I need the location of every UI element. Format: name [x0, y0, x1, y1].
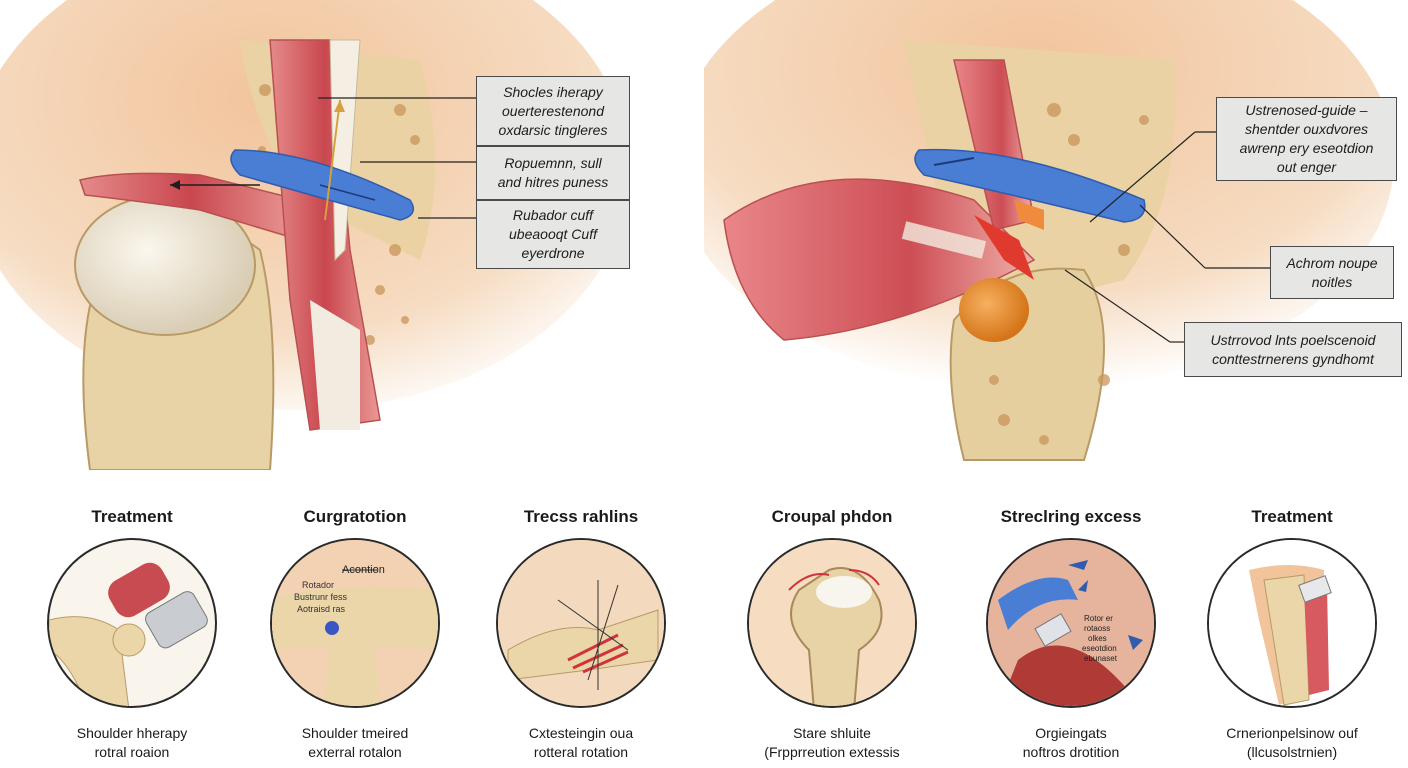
callout-line: Rubador cuff: [512, 207, 594, 223]
inner-label: Aotraisd ras: [297, 604, 346, 614]
fracture-drawing: [498, 540, 664, 706]
treatment-card-6: Treatment Crnerionpelsinow ouf (llcusols…: [1192, 506, 1392, 762]
callout-shoulder-therapy: Shocles iherapy ouerterestenond oxdarsic…: [476, 76, 630, 146]
bursa: [959, 278, 1029, 342]
callout-line: noitles: [1311, 273, 1353, 290]
caption-line: exterral rotalon: [308, 744, 402, 760]
humerus-drawing: [749, 540, 915, 706]
callout-line: Ustrrovod lnts poelscenoid: [1210, 331, 1376, 348]
callout-line: Shocles iherapy: [503, 83, 603, 100]
arm-bone-drawing: [1209, 540, 1375, 706]
callout-line: eyerdrone: [521, 245, 585, 261]
inner-label: olkes: [1088, 634, 1107, 643]
callout-line: shentder ouxdvores: [1245, 121, 1368, 137]
treatment-card-5: Streclring excess Rotor er rotaoss olkes…: [971, 506, 1171, 762]
red-arrow: [974, 215, 1034, 280]
bone-texture: [989, 103, 1149, 445]
curgratotion-drawing: [272, 540, 438, 706]
callout-line: ubeaooqt Cuff: [509, 226, 597, 242]
callout-ultrasound-guide: Ustrenosed-guide – shentder ouxdvores aw…: [1216, 97, 1397, 181]
caption-line: Stare shluite: [793, 725, 871, 741]
treatment-illustration: [47, 538, 217, 708]
caption-line: noftros drotition: [1022, 744, 1120, 760]
callout-ustrrovod: Ustrrovod lnts poelscenoid conttestrnere…: [1184, 322, 1402, 377]
ligament-arrow: [933, 157, 975, 166]
treatment-title: Croupal phdon: [771, 507, 893, 526]
caption-line: Crnerionpelsinow ouf: [1226, 725, 1358, 741]
caption-line: Shoulder hherapy: [76, 725, 188, 741]
callout-line: oxdarsic tingleres: [498, 121, 608, 138]
callout-line: Ropuemnn, sull: [504, 155, 602, 171]
caption-line: (Frpprreution extessis: [764, 744, 900, 760]
caption-line: Orgieingats: [1035, 725, 1107, 741]
caption-line: rotral roaion: [94, 744, 170, 760]
inner-label: rotaoss: [1084, 624, 1111, 633]
rotator-cuff-muscle: [723, 178, 1036, 341]
callout-line: conttestrnerens gyndhomt: [1212, 350, 1374, 367]
treatment-illustration: Rotor er rotaoss olkes eseotdion ebunase…: [986, 538, 1156, 708]
treatment-illustration: [496, 538, 666, 708]
treatment-title: Treatment: [1251, 507, 1333, 526]
callout-ropuemnn: Ropuemnn, sull and hitres puness: [476, 146, 630, 200]
callout-rotator-cuff: Rubador cuff ubeaooqt Cuff eyerdrone: [476, 200, 630, 269]
treatment-caption: Crnerionpelsinow ouf (llcusolstrnien): [1192, 724, 1392, 762]
treatment-title: Curgratotion: [303, 507, 407, 526]
treatment-title: Treatment: [91, 507, 173, 526]
orange-marker: [1014, 200, 1044, 230]
treatment-caption: Orgieingats noftros drotition: [971, 724, 1171, 762]
inner-label: Rotor er: [1084, 614, 1113, 623]
right-shoulder-drawing: [704, 0, 1394, 461]
left-shoulder-illustration: [0, 0, 700, 470]
inner-label: Bustrunr fess: [294, 592, 348, 602]
treatment-caption: Shoulder tmeired exterral rotalon: [255, 724, 455, 762]
callout-achrom: Achrom noupe noitles: [1270, 246, 1394, 299]
caption-line: Cxtesteingin oua: [528, 725, 634, 741]
gold-vector: [324, 99, 341, 221]
callout-line: awrenp ery eseotdion: [1239, 140, 1374, 156]
treatment-illustration: [747, 538, 917, 708]
treatment-title: Streclring excess: [1000, 507, 1142, 526]
callout-line: out enger: [1276, 159, 1337, 175]
callout-line: Achrom noupe: [1286, 254, 1378, 271]
treatment-caption: Stare shluite (Frpprreution extessis: [732, 724, 932, 762]
treatment-card-1: Treatment Shoulder hherapy rotral roaion: [32, 506, 232, 762]
caption-line: (llcusolstrnien): [1246, 744, 1338, 760]
inner-label: Acontion: [342, 564, 385, 576]
treatment-card-3: Trecss rahlins Cxtesteingin oua rotteral…: [481, 506, 681, 762]
treatment-card-4: Croupal phdon Stare shluite (Frpprreutio…: [732, 506, 932, 762]
treatment-caption: Shoulder hherapy rotral roaion: [32, 724, 232, 762]
callout-line: and hitres puness: [497, 174, 609, 190]
stretching-device-drawing: [988, 540, 1154, 706]
treatment-card-2: Curgratotion Acontion Rotador Bustrunr f…: [255, 506, 455, 762]
caption-line: Shoulder tmeired: [301, 725, 409, 741]
right-shoulder-illustration: [704, 0, 1408, 470]
inner-label: eseotdion: [1082, 644, 1117, 653]
treatment-title: Trecss rahlins: [523, 507, 639, 526]
therapy-device-drawing: [49, 562, 208, 706]
callout-line: ouerterestenond: [502, 102, 604, 119]
treatment-illustration: [1207, 538, 1377, 708]
inner-label: Rotador: [302, 580, 335, 590]
treatment-caption: Cxtesteingin oua rotteral rotation: [481, 724, 681, 762]
callout-line: Ustrenosed-guide –: [1245, 102, 1368, 118]
treatment-illustration: Acontion Rotador Bustrunr fess Aotraisd …: [270, 538, 440, 708]
left-shoulder-drawing: [0, 0, 630, 470]
caption-line: rotteral rotation: [533, 744, 629, 760]
lower-tendon: [310, 300, 360, 430]
tendon-fibers: [901, 221, 987, 259]
inner-label: ebunaset: [1084, 654, 1117, 663]
